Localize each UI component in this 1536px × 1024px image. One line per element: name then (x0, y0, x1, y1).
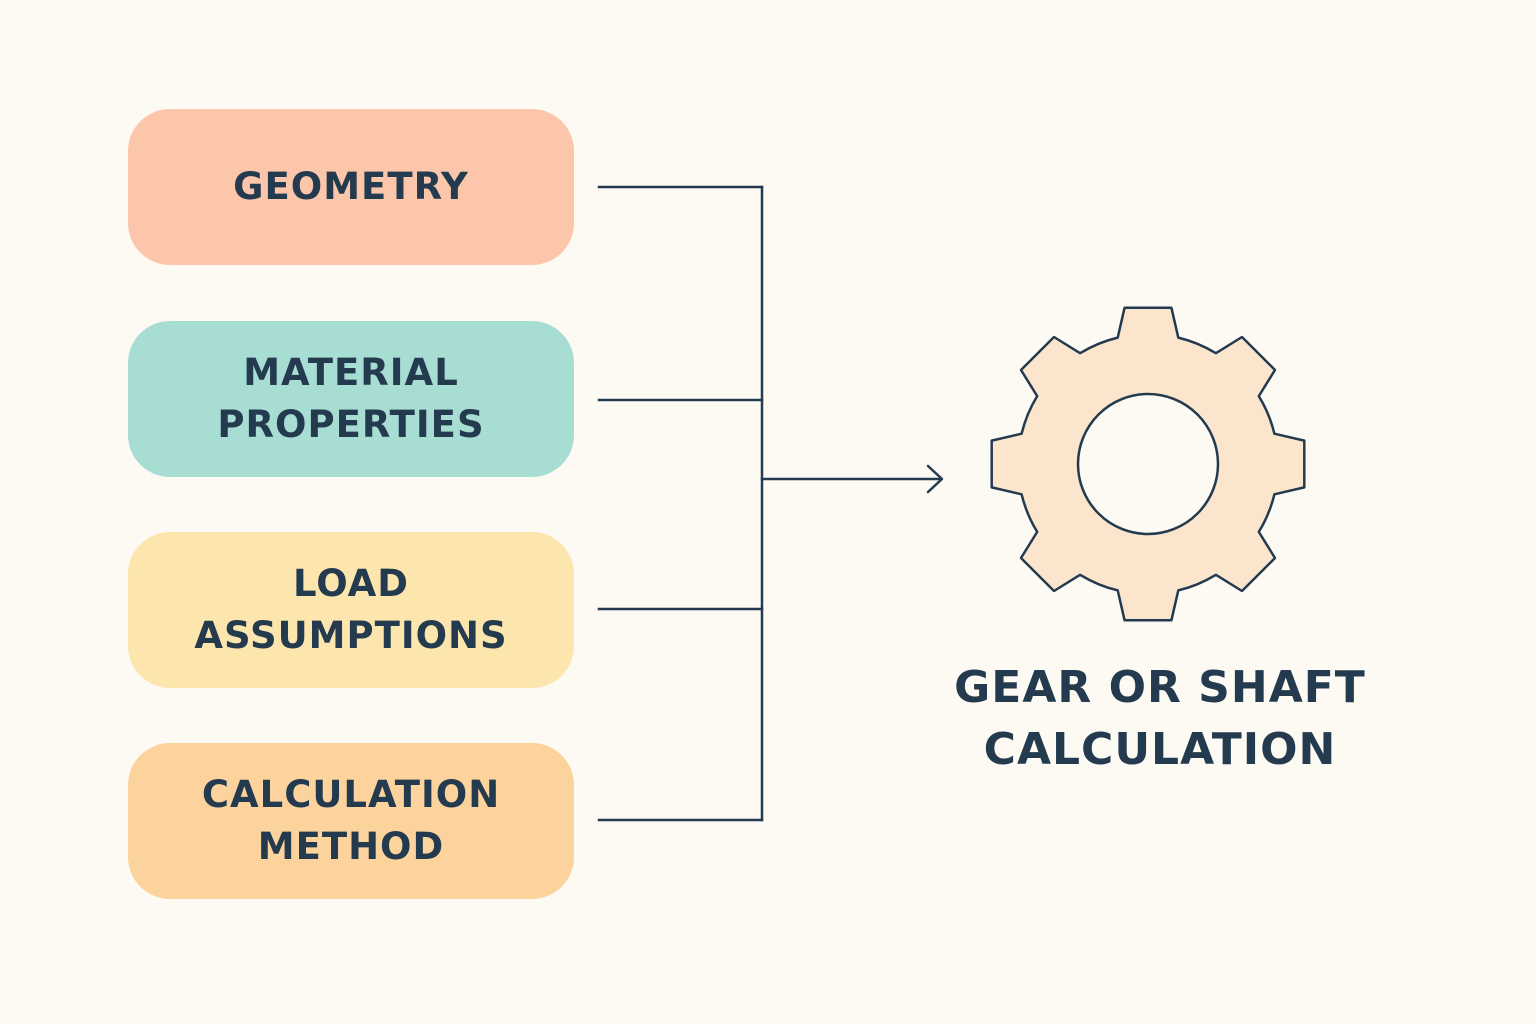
arrow-head-icon (926, 464, 944, 494)
input-label-load-assumptions: LOAD ASSUMPTIONS (194, 562, 508, 657)
input-box-geometry: GEOMETRY (128, 109, 574, 265)
input-box-material-properties: MATERIAL PROPERTIES (128, 321, 574, 477)
gear-hole (1076, 392, 1220, 536)
input-label-material-properties: MATERIAL PROPERTIES (217, 351, 485, 446)
input-label-geometry: GEOMETRY (233, 165, 469, 208)
result-label: GEAR OR SHAFT CALCULATION (954, 662, 1366, 775)
input-label-calculation-method: CALCULATION METHOD (201, 773, 501, 868)
connector-lines (597, 185, 944, 822)
input-box-load-assumptions: LOAD ASSUMPTIONS (128, 532, 574, 688)
gear-icon (990, 306, 1306, 622)
input-box-calculation-method: CALCULATION METHOD (128, 743, 574, 899)
